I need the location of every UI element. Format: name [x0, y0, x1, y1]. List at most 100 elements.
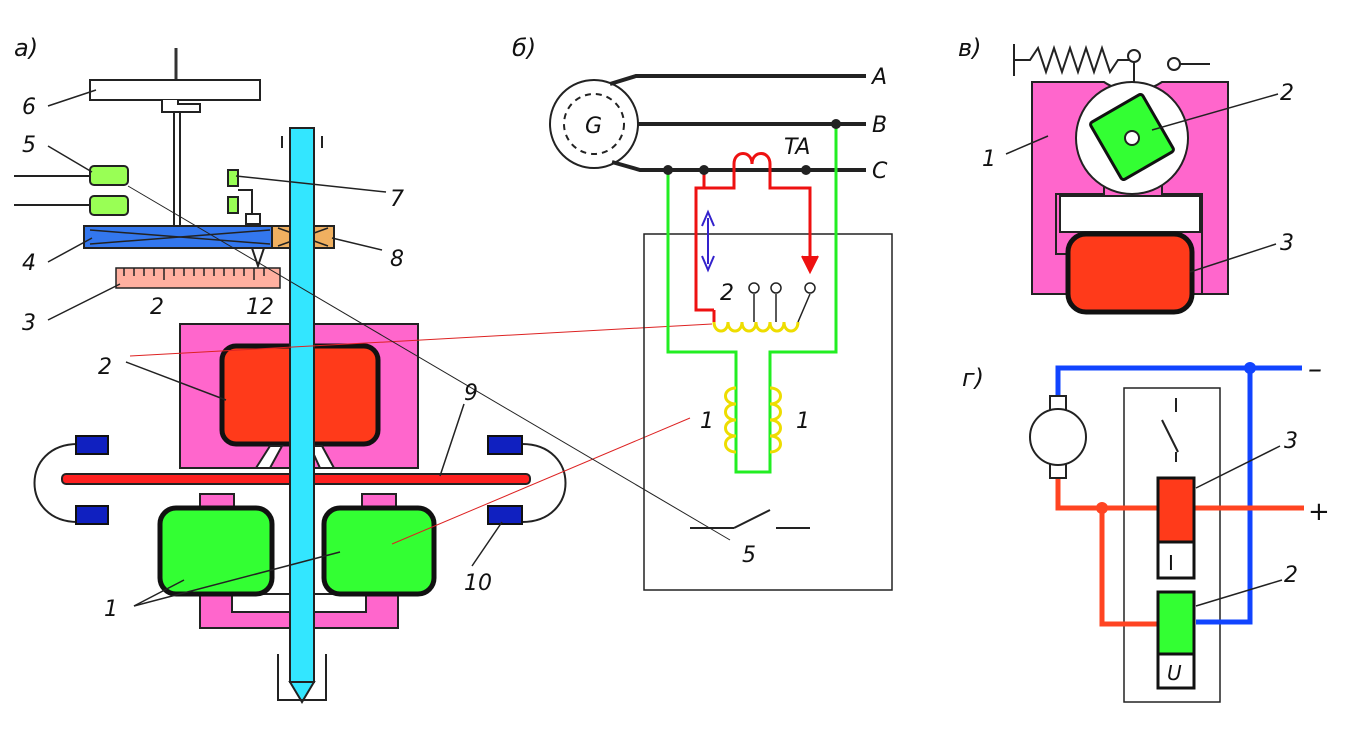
arm-clamp	[161, 100, 201, 113]
scale-tick-high: 12	[246, 295, 274, 320]
voltage-coil-g	[1156, 590, 1196, 656]
spring-pivot	[1127, 49, 1141, 63]
callout-g-2: 2	[1284, 563, 1298, 588]
callout-v-1: 1	[982, 147, 996, 172]
bottom-bearing	[277, 654, 327, 701]
current-circuit-tap	[704, 170, 736, 190]
current-coil-windings	[712, 321, 800, 333]
phase-b-label: B	[872, 113, 887, 138]
current-circuit-right	[768, 170, 812, 268]
tap-terminal-3	[804, 282, 816, 294]
leader-contact-to-b	[127, 185, 731, 541]
relay-coil	[1065, 231, 1195, 315]
generator-label: G	[585, 114, 602, 139]
voltage-coil-tag	[1156, 652, 1196, 690]
panel-g-label: г)	[962, 364, 984, 392]
lever-pointer	[251, 247, 265, 270]
callout-a-8: 8	[390, 247, 404, 272]
phase-c-label: C	[872, 159, 888, 184]
positive-bus	[1055, 476, 1304, 511]
tap-3-lead	[797, 293, 811, 323]
pole-tip-left	[254, 445, 284, 469]
setting-arrow-red	[801, 255, 819, 275]
leader-coil1-to-b	[391, 417, 691, 545]
junction-dots	[663, 119, 841, 175]
coil-label-left: 1	[700, 409, 714, 434]
callout-a-1: 1	[104, 597, 118, 622]
tap-terminal-1	[748, 282, 760, 294]
shaft-tip	[288, 681, 316, 704]
callout-a-2: 2	[98, 355, 112, 380]
panel-v: в) 1 2 3	[958, 34, 1294, 315]
return-spring	[1014, 44, 1130, 76]
callout-a-9: 9	[464, 381, 478, 406]
phase-c-line	[611, 160, 866, 172]
positive-junction	[1096, 502, 1108, 514]
current-coil-tag	[1156, 540, 1196, 580]
callout-a-10: 10	[464, 571, 492, 596]
stop-lower	[227, 196, 239, 214]
damping-pole-left-top	[75, 435, 109, 455]
current-coil-label: I	[1168, 551, 1174, 575]
machine-brush-top	[1049, 395, 1067, 411]
dc-machine	[1029, 408, 1087, 466]
panel-a-label: а)	[14, 34, 38, 62]
counterweight-arm	[89, 79, 261, 101]
stop-contact	[1167, 57, 1181, 71]
negative-bus	[1055, 365, 1302, 408]
panel-b-label: б)	[512, 34, 536, 62]
callout-a-7: 7	[390, 187, 404, 212]
switch-blade	[733, 509, 771, 529]
main-shaft	[289, 127, 315, 683]
plus-label: +	[1308, 497, 1330, 527]
relay-housing	[643, 233, 893, 591]
negative-return	[1196, 368, 1253, 625]
callout-g-3: 3	[1284, 429, 1298, 454]
switch-blade-g	[1161, 419, 1179, 453]
voltage-circuit	[666, 124, 838, 474]
generator-rotor	[563, 93, 625, 155]
fixed-contact-upper	[89, 165, 129, 186]
scale-ticks	[123, 268, 265, 280]
negative-junction	[1244, 362, 1256, 374]
fixed-contact-lower	[89, 195, 129, 216]
phase-a-label: A	[870, 65, 887, 90]
stop-bracket	[238, 189, 253, 214]
voltage-coil-left-windings	[724, 386, 737, 454]
coil-tap-label: 2	[720, 281, 734, 306]
machine-brush-bottom	[1049, 463, 1067, 479]
callout-a-3: 3	[22, 311, 36, 336]
panel-b: б) G A B C TA	[512, 34, 893, 591]
callout-v-3: 3	[1280, 231, 1294, 256]
coil-label-right: 1	[796, 409, 810, 434]
panel-v-label: в)	[958, 34, 982, 62]
phase-a-line	[609, 74, 866, 86]
relay-enclosure	[1123, 387, 1221, 703]
damping-pole-right-bottom	[487, 505, 523, 525]
adjust-arrow-blue-top	[701, 209, 715, 227]
stop-screw	[245, 213, 261, 225]
damping-magnet-left	[33, 443, 79, 523]
panel-g: г) – + I U 3 2	[962, 352, 1330, 703]
positive-branch	[1099, 508, 1158, 627]
transformer-label: TA	[784, 135, 810, 160]
stop-upper	[227, 169, 239, 187]
callout-a-4: 4	[22, 251, 36, 276]
voltage-coil-label: U	[1167, 661, 1182, 685]
leader-coil2-to-b	[129, 323, 713, 357]
callout-v-2: 2	[1280, 81, 1294, 106]
current-circuit-left	[694, 170, 714, 312]
rotor-axle	[1124, 130, 1140, 146]
switch-label: 5	[742, 543, 756, 568]
panel-a: а)	[14, 34, 731, 704]
lever-hatch-2	[89, 229, 271, 245]
current-coil-g	[1156, 476, 1196, 544]
damping-magnet-right	[521, 443, 567, 523]
callout-a-6: 6	[22, 95, 36, 120]
callout-a-5: 5	[22, 133, 36, 158]
setting-scale	[115, 267, 281, 289]
tap-terminal-2	[770, 282, 782, 294]
damping-pole-left-bottom	[75, 505, 109, 525]
